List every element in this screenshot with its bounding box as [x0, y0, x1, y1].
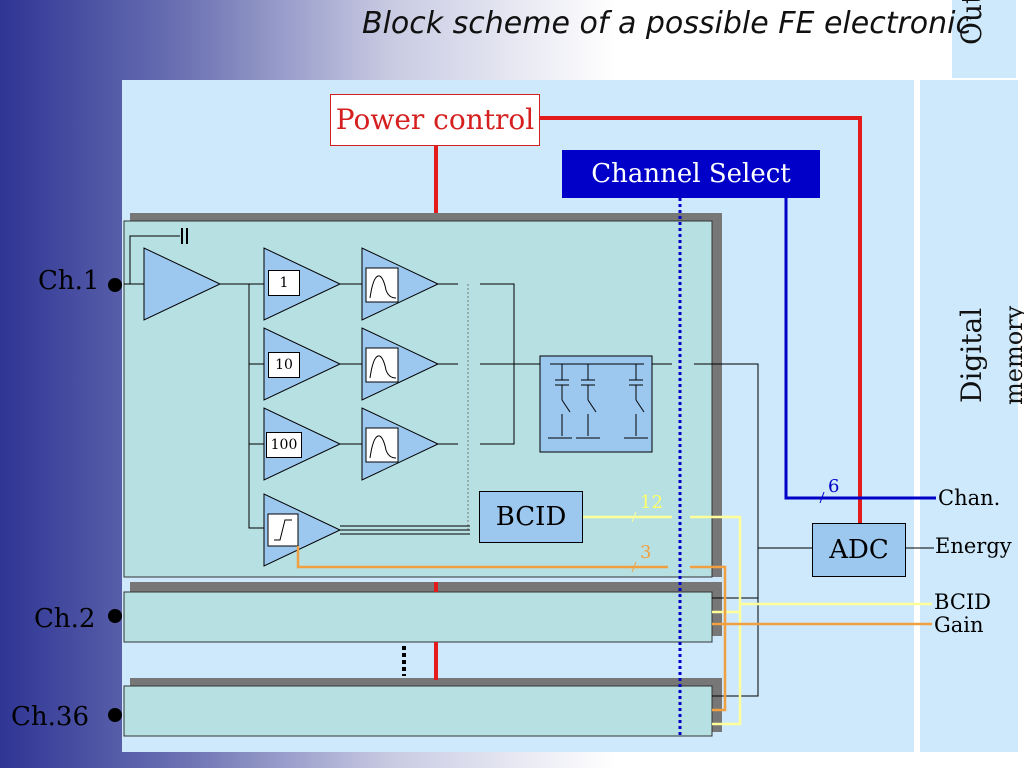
bus-width-bcid: 12	[640, 492, 663, 513]
gain-amp-10	[263, 327, 342, 401]
gain-amp-100	[263, 407, 342, 481]
gain-line-ch1	[296, 546, 668, 569]
discriminator-amp	[263, 493, 342, 567]
analog-output-bus	[694, 363, 759, 697]
ch36-input-dot	[108, 708, 122, 722]
bcid-block: BCID	[479, 491, 583, 543]
bus-width-gain: 3	[640, 542, 652, 563]
ch1-input-dot	[108, 278, 122, 292]
analog-memory-block	[539, 355, 653, 453]
ch36-block	[123, 685, 713, 737]
digital-memory-panel	[920, 80, 1018, 752]
select-chan-line	[784, 198, 936, 500]
gain-bus-tick	[631, 561, 637, 573]
digital-label: Digital	[955, 307, 988, 403]
output-label-chan: Chan.	[938, 486, 1001, 510]
gain-label-100: 100	[266, 432, 302, 458]
output-label-energy: Energy	[935, 534, 1012, 558]
gain-amp-1	[263, 247, 342, 321]
output-label-gain: Gain	[934, 613, 984, 637]
gain-bus-vertical	[690, 565, 727, 712]
shaper-icon-2	[365, 347, 399, 383]
channel-select-box: Channel Select	[562, 150, 820, 198]
adc-block: ADC	[812, 523, 906, 577]
feedback-wire	[129, 235, 180, 284]
power-line-to-adc	[540, 116, 862, 523]
output-label-bcid: BCID	[934, 590, 992, 614]
capacitor-array-icon	[548, 363, 648, 439]
shaper-icon-1	[365, 267, 399, 303]
ch2-block	[123, 591, 713, 643]
ch2-input-dot	[108, 609, 122, 623]
slide-title: Block scheme of a possible FE electronic	[362, 6, 973, 41]
out-arrow-box	[950, 0, 1018, 78]
chan-bus-tick	[819, 491, 825, 504]
gain-distribution-bus	[248, 284, 264, 529]
channel-label-1: Ch.1	[38, 266, 100, 296]
channel-label-2: Ch.2	[34, 604, 96, 634]
pulse-shape-icon-3	[369, 435, 397, 459]
memory-label: memory	[1000, 305, 1024, 405]
bcid-bus-vertical	[690, 515, 742, 726]
bcid-bus-tick	[631, 511, 637, 523]
pulse-shape-icon-1	[369, 275, 397, 299]
channel-label-36: Ch.36	[11, 702, 89, 732]
hysteresis-icon	[274, 519, 292, 541]
gain-label-1: 1	[268, 270, 300, 296]
shaper-icon-3	[365, 427, 399, 463]
power-control-box: Power control	[330, 94, 540, 146]
pulse-shape-icon-2	[369, 355, 397, 379]
bus-width-chan: 6	[828, 476, 840, 497]
gain-label-10: 10	[268, 352, 300, 378]
